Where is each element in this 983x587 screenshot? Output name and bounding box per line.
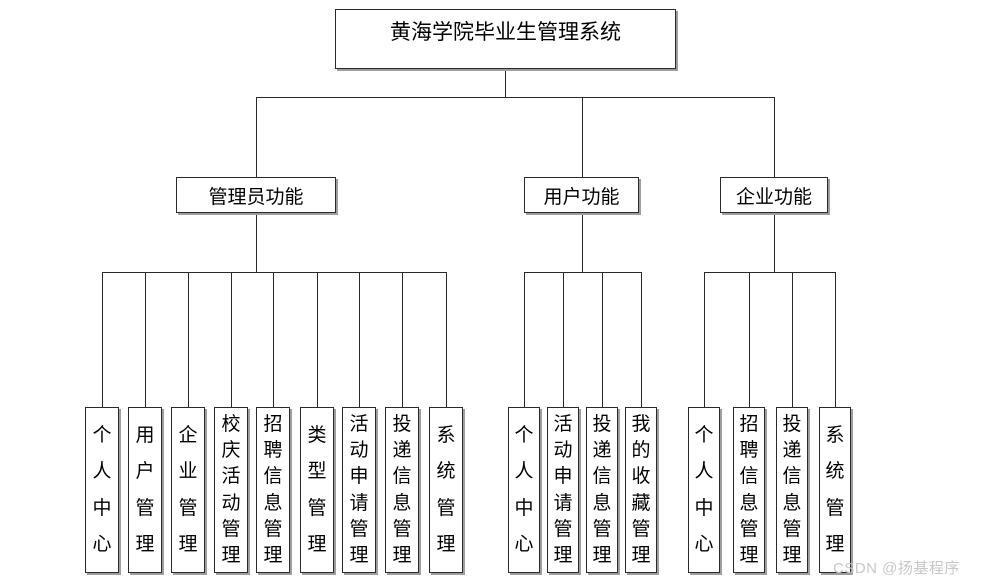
node-branch-user-label: 用户功能 xyxy=(543,186,620,208)
connector-drop-enterprise xyxy=(774,97,775,177)
node-enterprise-delivery-info-management: 投递信息管理 xyxy=(776,407,808,573)
connector-drop-admin xyxy=(256,97,257,177)
connector-user-leaf-drop xyxy=(602,272,603,407)
node-admin-personal-center: 个人中心 xyxy=(85,407,119,573)
node-user-my-favorites-management: 我的收藏管理 xyxy=(625,407,657,573)
node-enterprise-personal-center: 个人中心 xyxy=(688,407,720,573)
connector-admin-leaf-drop xyxy=(188,272,189,407)
connector-user-bus xyxy=(524,272,642,273)
connector-user-stem xyxy=(582,213,583,272)
connector-admin-leaf-drop xyxy=(402,272,403,407)
connector-admin-leaf-drop xyxy=(273,272,274,407)
connector-user-leaf-drop xyxy=(563,272,564,407)
node-admin-enterprise-management: 企业管理 xyxy=(171,407,205,573)
node-branch-enterprise: 企业功能 xyxy=(720,177,828,213)
connector-admin-leaf-drop xyxy=(446,272,447,407)
connector-user-leaf-drop xyxy=(524,272,525,407)
node-enterprise-system-management: 系统管理 xyxy=(819,407,851,573)
connector-admin-leaf-drop xyxy=(145,272,146,407)
node-admin-recruitment-info-management: 招聘信息管理 xyxy=(256,407,290,573)
node-enterprise-recruitment-info-management: 招聘信息管理 xyxy=(733,407,765,573)
node-branch-user: 用户功能 xyxy=(524,177,639,213)
connector-enterprise-stem xyxy=(774,213,775,272)
watermark: CSDN @扬基程序 xyxy=(833,560,960,577)
connector-enterprise-leaf-drop xyxy=(749,272,750,407)
connector-enterprise-leaf-drop xyxy=(704,272,705,407)
node-branch-admin: 管理员功能 xyxy=(176,177,336,213)
connector-admin-leaf-drop xyxy=(359,272,360,407)
node-root-label: 黄海学院毕业生管理系统 xyxy=(390,21,621,44)
node-admin-user-management: 用户管理 xyxy=(128,407,162,573)
node-user-personal-center: 个人中心 xyxy=(508,407,540,573)
connector-top-bus xyxy=(256,97,775,98)
connector-user-leaf-drop xyxy=(641,272,642,407)
node-admin-activity-application-management: 活动申请管理 xyxy=(342,407,376,573)
node-branch-admin-label: 管理员功能 xyxy=(208,186,304,208)
node-admin-delivery-info-management: 投递信息管理 xyxy=(385,407,419,573)
connector-admin-leaf-drop xyxy=(231,272,232,407)
node-admin-school-celebration-activity-management: 校庆活动管理 xyxy=(214,407,248,573)
connector-admin-bus xyxy=(102,272,447,273)
node-root: 黄海学院毕业生管理系统 xyxy=(335,9,676,69)
node-branch-enterprise-label: 企业功能 xyxy=(735,186,812,208)
connector-admin-leaf-drop xyxy=(317,272,318,407)
connector-enterprise-leaf-drop xyxy=(835,272,836,407)
connector-root-stem xyxy=(505,69,506,97)
connector-enterprise-leaf-drop xyxy=(792,272,793,407)
node-user-delivery-info-management: 投递信息管理 xyxy=(586,407,618,573)
connector-admin-stem xyxy=(256,213,257,272)
node-admin-type-management: 类型管理 xyxy=(300,407,334,573)
connector-enterprise-bus xyxy=(704,272,836,273)
connector-drop-user xyxy=(582,97,583,177)
node-user-activity-application-management: 活动申请管理 xyxy=(547,407,579,573)
connector-admin-leaf-drop xyxy=(102,272,103,407)
node-admin-system-management: 系统管理 xyxy=(429,407,463,573)
